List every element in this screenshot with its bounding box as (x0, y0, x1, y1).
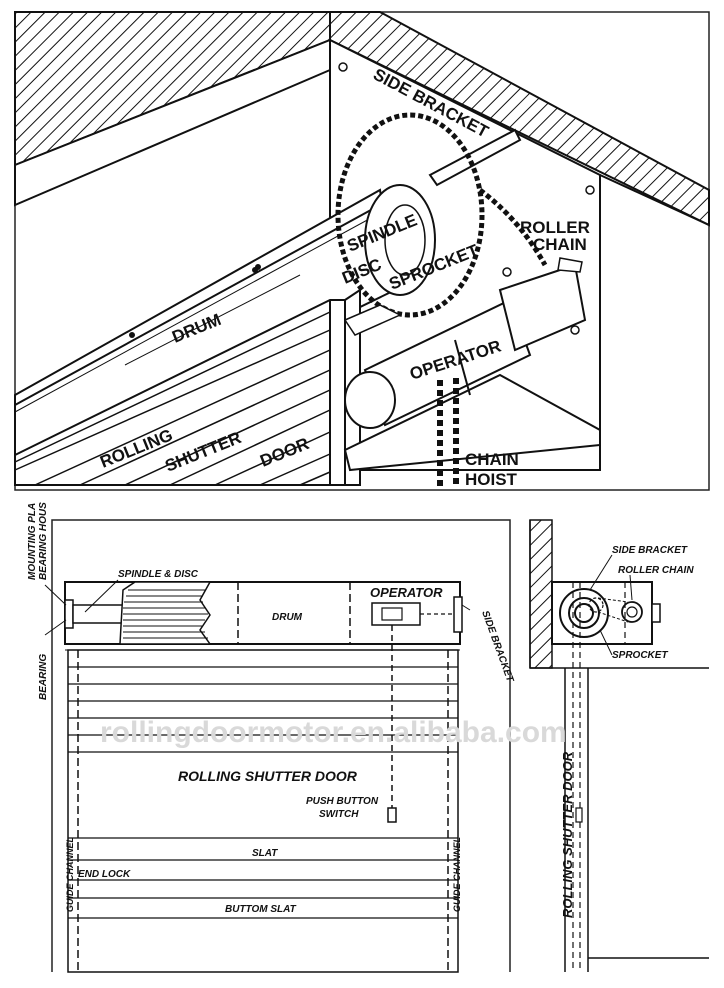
push-button-switch (387, 807, 397, 823)
label-slat: SLAT (252, 848, 278, 859)
label-push-button: PUSH BUTTON (306, 796, 379, 807)
bearing-left (64, 599, 74, 629)
side-view: SIDE BRACKET ROLLER CHAIN SPROCKET ROLLI… (529, 519, 709, 972)
label-rolling-shutter-door-side: ROLLING SHUTTER DOOR (560, 751, 575, 918)
side-drum (559, 588, 609, 638)
side-sprocket (621, 601, 643, 623)
shutter-curtain (67, 649, 459, 973)
label-end-lock: END LOCK (78, 869, 131, 880)
bracket-bar (428, 128, 522, 187)
label-roller-chain-side: ROLLER CHAIN (618, 565, 694, 576)
label-sprocket-side: SPROCKET (612, 650, 668, 661)
label-rolling-shutter-door: ROLLING SHUTTER DOOR (178, 768, 358, 784)
spindle (72, 604, 124, 624)
label-chain-hoist-2: HOIST (465, 470, 518, 489)
front-view: MOUNTING PLA BEARING HOUS BEARING SPINDL… (27, 502, 515, 973)
label-chain-hoist-1: CHAIN (465, 450, 519, 469)
label-side-bracket-side: SIDE BRACKET (612, 545, 688, 556)
label-buttom-slat: BUTTOM SLAT (225, 904, 297, 915)
label-roller: ROLLER (520, 218, 590, 237)
label-operator-front: OPERATOR (370, 585, 443, 600)
side-wall-hatch (529, 519, 553, 669)
roof-hatch-right (329, 11, 710, 227)
label-guide-channel-right: GUIDE CHANNEL (452, 837, 462, 912)
label-mounting-plate: MOUNTING PLA (27, 503, 38, 580)
sprocket-chain (335, 112, 485, 318)
roller-chain (478, 188, 548, 267)
perspective-illustration: SIDE BRACKET ROLLER CHAIN SPINDLE DISC S… (14, 11, 710, 491)
label-bearing-housing: BEARING HOUS (38, 502, 49, 580)
drum-cutaway (119, 581, 212, 645)
operator-motor (344, 257, 587, 429)
slat-lines (68, 666, 458, 919)
label-drum-front: DRUM (272, 612, 303, 623)
label-switch: SWITCH (319, 809, 359, 820)
label-guide-channel-left: GUIDE CHANNEL (65, 837, 75, 912)
label-chain: CHAIN (533, 235, 587, 254)
front-opening-frame (51, 519, 511, 972)
label-spindle-disc: SPINDLE & DISC (118, 569, 199, 580)
bearing-right (453, 596, 463, 633)
label-bearing: BEARING (38, 654, 49, 700)
watermark: rollingdoormotor.en.alibaba.com (100, 716, 567, 749)
